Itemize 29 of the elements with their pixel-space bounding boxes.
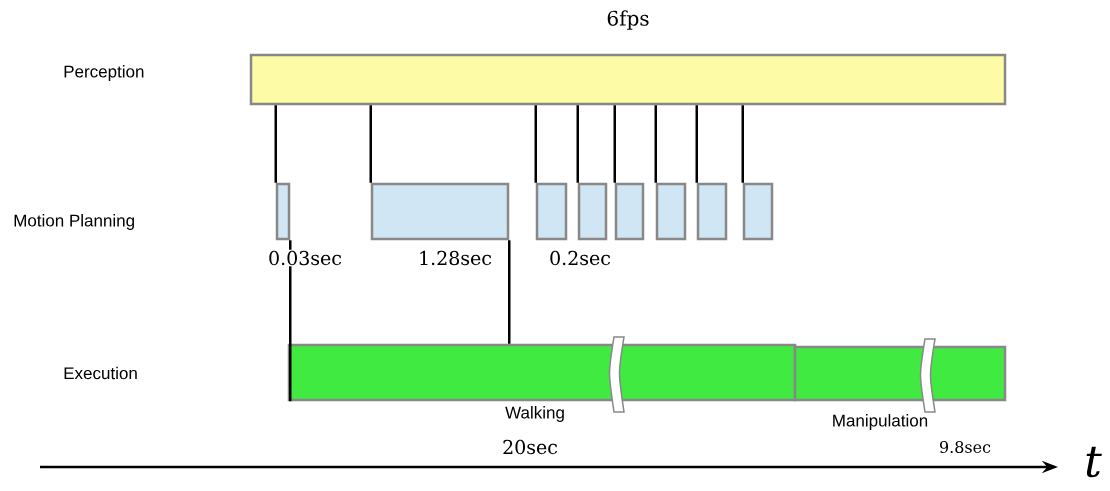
duration-label: 20sec	[501, 438, 559, 456]
process-box	[370, 182, 510, 241]
duration-label: 9.8sec	[937, 439, 993, 455]
process-box	[696, 182, 728, 241]
connector-line	[654, 105, 657, 183]
bar-label: 6fps	[607, 10, 649, 30]
process-box	[275, 182, 291, 241]
duration-label: 1.28sec	[417, 249, 493, 267]
process-box	[655, 182, 687, 241]
process-box	[535, 182, 568, 241]
connector-line	[613, 105, 616, 183]
connector-line	[695, 105, 698, 183]
connector-line	[369, 105, 372, 183]
row-label: Execution	[64, 366, 137, 380]
connector-line	[534, 105, 537, 183]
axis-label: t	[1086, 446, 1102, 478]
process-box	[614, 182, 645, 241]
row-label: Perception	[64, 65, 144, 81]
bar-label: Walking	[505, 406, 564, 422]
connector-line	[576, 105, 579, 183]
process-box	[577, 182, 608, 241]
duration-label: 0.03sec	[267, 249, 343, 267]
row-label: Motion Planning	[14, 214, 134, 230]
duration-label: 0.2sec	[548, 249, 612, 267]
connector-line	[274, 105, 277, 183]
process-box	[742, 182, 774, 241]
connector-line	[741, 105, 744, 183]
connector-line	[508, 240, 511, 344]
bar-label: Manipulation	[833, 414, 928, 430]
